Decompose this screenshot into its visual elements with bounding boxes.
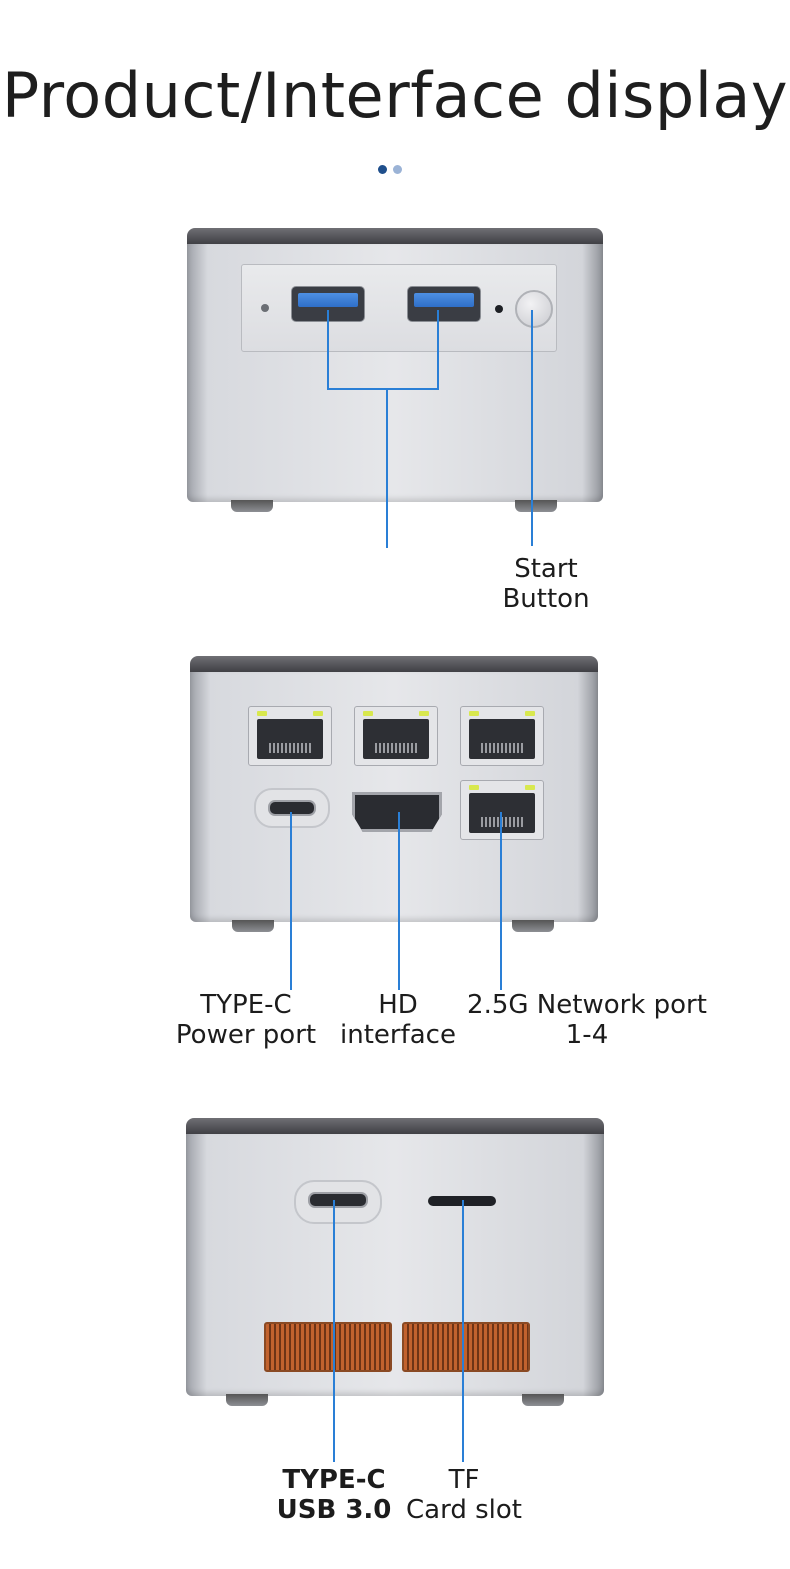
foot-left (226, 1394, 268, 1406)
tf-card-label: TF Card slot (396, 1465, 532, 1525)
device-front-view (187, 228, 603, 512)
indicator-led (495, 305, 503, 313)
network-leader (500, 812, 502, 990)
tf-leader (462, 1200, 464, 1462)
foot-right (512, 920, 554, 932)
hd-leader (398, 812, 400, 990)
front-port-plate (241, 264, 557, 352)
usb-leader-bar (327, 388, 439, 390)
power-button-icon (515, 290, 553, 328)
foot-left (232, 920, 274, 932)
foot-left (231, 500, 273, 512)
lan-port-3 (354, 706, 438, 766)
dot-active[interactable] (378, 165, 387, 174)
start-button-leader (531, 310, 533, 546)
typec-power-label: TYPE-C Power port (166, 990, 326, 1050)
hdmi-port (352, 792, 442, 832)
device-body (186, 1134, 604, 1396)
start-button-label: Start Button (476, 554, 616, 614)
typec-power-leader (290, 812, 292, 990)
device-rear-view (190, 656, 598, 932)
typec-power-label-line2: Power port (175, 1020, 317, 1050)
page-title: Product/Interface display (1, 59, 789, 132)
usb-a-port-2 (407, 286, 481, 322)
typec-usb-leader (333, 1200, 335, 1462)
usb-leader-down (386, 388, 388, 548)
usb-leader-left (327, 310, 329, 390)
hd-interface-label: HD interface (330, 990, 466, 1050)
hd-label-line2: interface (340, 1020, 456, 1050)
lan-port-2 (460, 706, 544, 766)
start-label-line1: Start (514, 554, 578, 584)
typec-usb-label: TYPE-C USB 3.0 (256, 1465, 412, 1525)
typec-usb-label-line1: TYPE-C (282, 1465, 386, 1495)
pinhole-left (261, 304, 269, 312)
typec-usb-label-line2: USB 3.0 (276, 1495, 392, 1525)
start-label-line2: Button (502, 584, 590, 614)
device-top-cover (190, 656, 598, 674)
network-label-line1: 2.5G Network port (467, 990, 707, 1020)
lan-port-1 (460, 780, 544, 840)
usb-leader-right (437, 310, 439, 390)
device-top-cover (186, 1118, 604, 1136)
device-side-view (186, 1118, 604, 1406)
vent-right (402, 1322, 530, 1372)
typec-power-port (254, 788, 330, 828)
lan-port-4 (248, 706, 332, 766)
network-port-label: 2.5G Network port 1-4 (462, 990, 712, 1050)
foot-right (515, 500, 557, 512)
tf-label-line1: TF (448, 1465, 480, 1495)
device-top-cover (187, 228, 603, 246)
carousel-dots (378, 165, 402, 174)
hd-label-line1: HD (378, 990, 418, 1020)
typec-power-label-line1: TYPE-C (200, 990, 292, 1020)
dot-inactive[interactable] (393, 165, 402, 174)
vent-left (264, 1322, 392, 1372)
network-label-line2: 1-4 (565, 1020, 609, 1050)
typec-usb-port (294, 1180, 382, 1224)
tf-label-line2: Card slot (406, 1495, 522, 1525)
foot-right (522, 1394, 564, 1406)
